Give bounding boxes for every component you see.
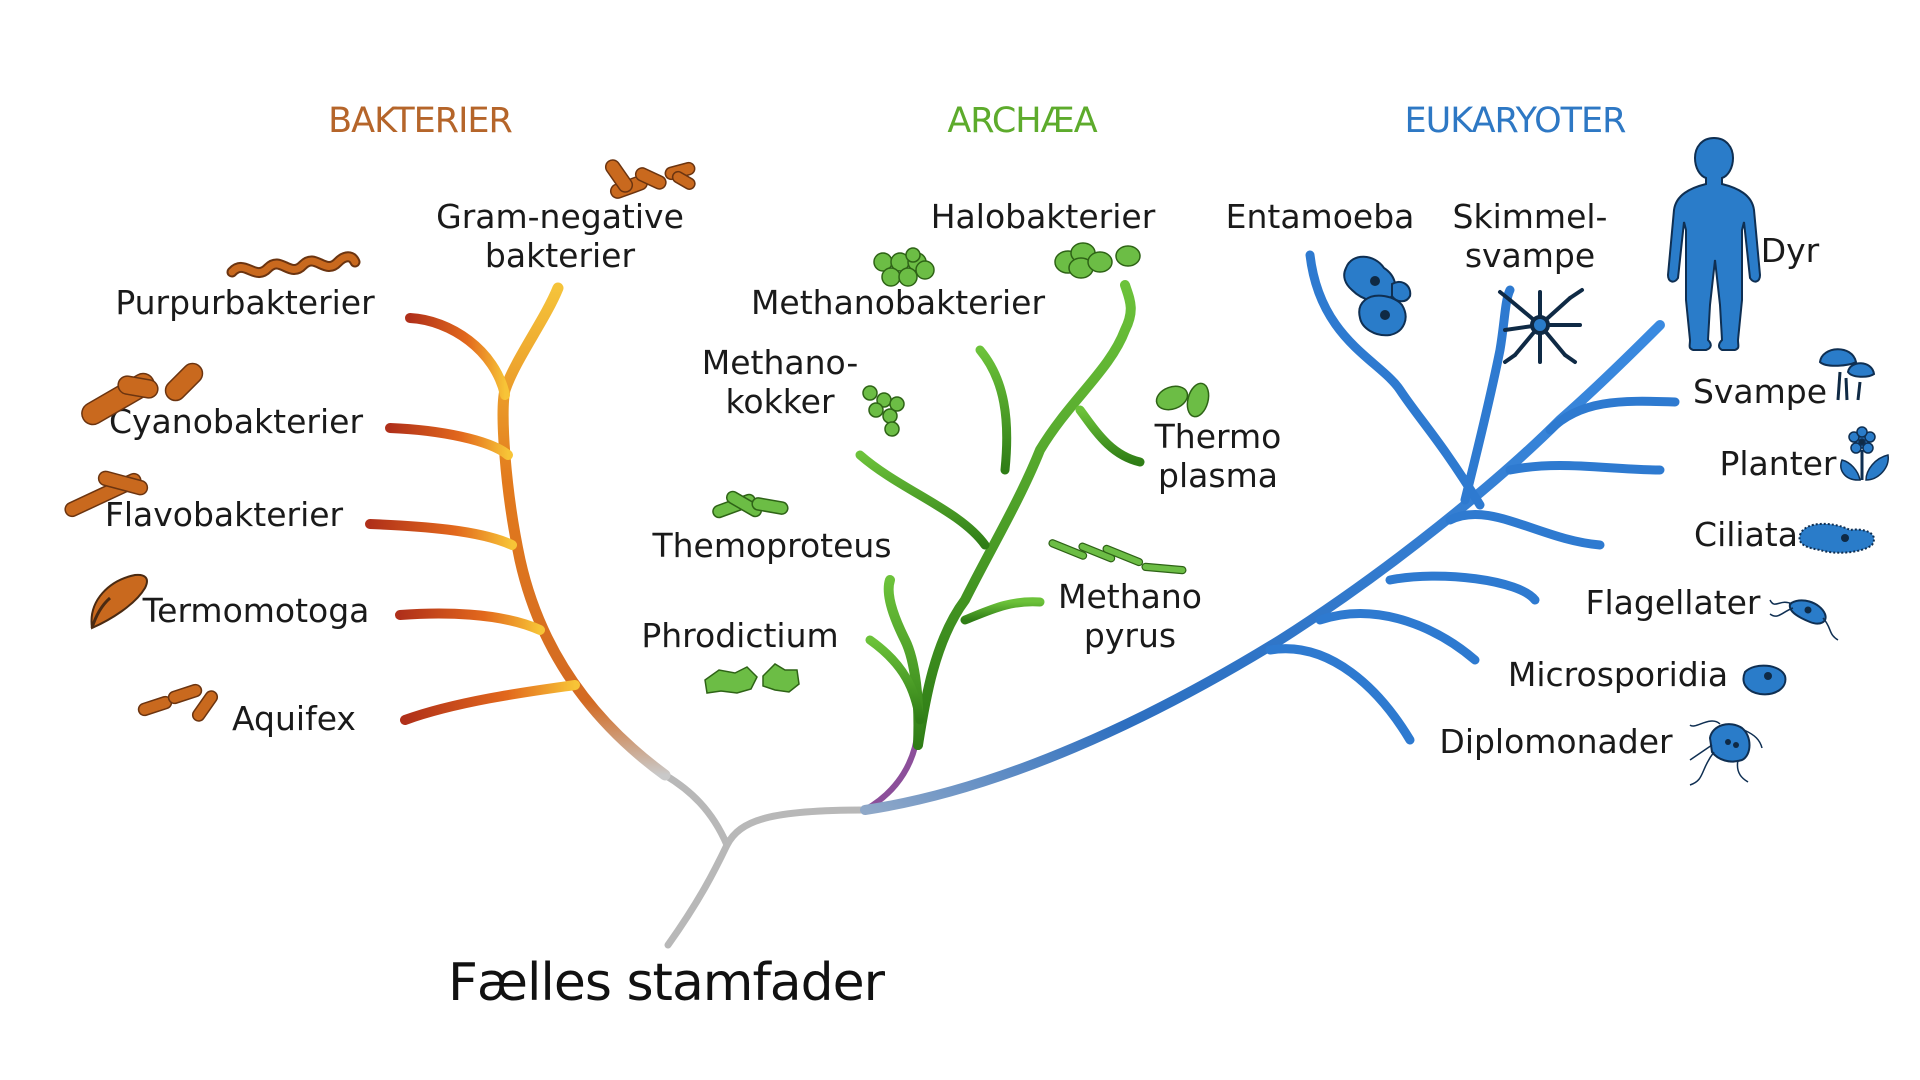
label-diplomonader: Diplomonader: [1439, 722, 1673, 761]
skimmelsvampe-organism-icon: [1498, 288, 1584, 364]
aquifex-microbe-icon: [137, 683, 219, 722]
phrodictium-microbe-icon: [704, 663, 800, 694]
termomotoga-microbe-icon: [90, 573, 148, 630]
planter-flower-icon: [1840, 426, 1889, 481]
bacteria-branches: [365, 282, 671, 781]
label-dyr: Dyr: [1761, 231, 1820, 270]
header-bacteria: BAKTERIER: [328, 101, 512, 141]
label-ciliata: Ciliata: [1694, 515, 1798, 554]
label-methanobakterier: Methanobakterier: [751, 283, 1046, 322]
label-methanokokker-2: kokker: [725, 382, 834, 421]
methanopyrus-microbe-icon: [1048, 539, 1187, 575]
label-flagellater: Flagellater: [1586, 583, 1761, 622]
flagellater-microbe-icon: [1769, 599, 1839, 641]
methanobakterier-microbe-icon: [873, 247, 935, 287]
label-skimmel-2: svampe: [1465, 236, 1595, 275]
label-gram-negative-1: Gram-negative: [436, 197, 684, 236]
label-thermoplasma-2: plasma: [1158, 456, 1278, 495]
label-themoproteus: Themoproteus: [651, 526, 891, 565]
ciliata-microbe-icon: [1798, 522, 1875, 554]
label-microsporidia: Microsporidia: [1508, 655, 1728, 694]
archaea-branches: [855, 280, 1145, 813]
label-planter: Planter: [1719, 444, 1836, 483]
root-trunk: [661, 771, 869, 949]
label-halobakterier: Halobakterier: [931, 197, 1156, 236]
themoproteus-microbe-icon: [712, 490, 789, 519]
label-thermoplasma-1: Thermo: [1154, 417, 1282, 456]
halobakterier-microbe-icon: [1054, 242, 1141, 279]
label-purpurbakterier: Purpurbakterier: [115, 283, 375, 322]
label-cyanobakterier: Cyanobakterier: [109, 402, 363, 441]
label-methanopyrus-2: pyrus: [1084, 616, 1176, 655]
label-termomotoga: Termomotoga: [142, 591, 370, 630]
cyanobakterier-microbe-icon: [81, 362, 204, 426]
label-methanopyrus-1: Methano: [1058, 577, 1202, 616]
label-skimmel-1: Skimmel-: [1453, 197, 1608, 236]
entamoeba-microbe-icon: [1343, 255, 1412, 337]
thermoplasma-microbe-icon: [1155, 382, 1210, 418]
label-methanokokker-1: Methano-: [702, 343, 858, 382]
dyr-human-icon: [1666, 136, 1762, 351]
label-entamoeba: Entamoeba: [1226, 197, 1415, 236]
label-svampe: Svampe: [1693, 372, 1827, 411]
gram-negative-microbe-icon: [604, 159, 696, 199]
label-root: Fælles stamfader: [448, 953, 886, 1013]
label-phrodictium: Phrodictium: [641, 616, 838, 655]
flavobakterier-microbe-icon: [64, 470, 149, 518]
label-aquifex: Aquifex: [232, 699, 356, 738]
svampe-mushroom-icon: [1818, 348, 1876, 401]
methanokokker-microbe-icon: [862, 385, 905, 437]
purpurbakterier-microbe-fill: [228, 253, 359, 277]
header-archaea: ARCHÆA: [947, 101, 1097, 141]
diplomonader-microbe-icon: [1689, 720, 1763, 786]
label-gram-negative-2: bakterier: [485, 236, 636, 275]
header-eukaryota: EUKARYOTER: [1405, 101, 1627, 141]
microsporidia-microbe-icon: [1742, 664, 1787, 696]
label-flavobakterier: Flavobakterier: [105, 495, 344, 534]
eukaryota-branches: [860, 250, 1680, 815]
